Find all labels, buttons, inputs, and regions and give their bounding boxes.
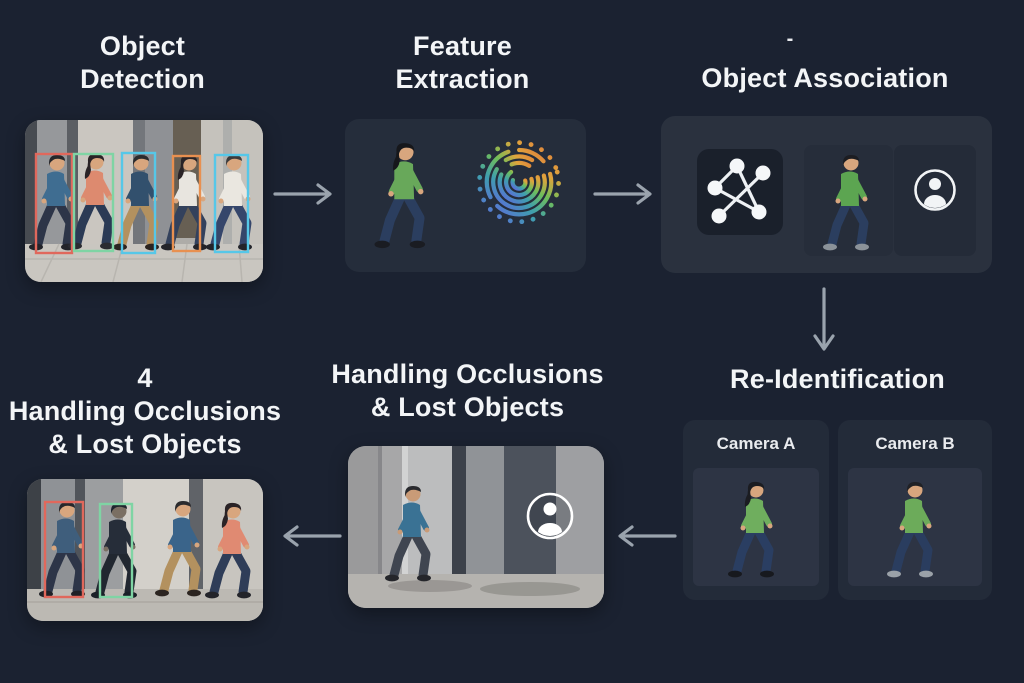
feature-extraction-card <box>345 119 586 272</box>
camera-a-label: Camera A <box>716 434 796 453</box>
camera-b-card: Camera B <box>838 420 992 600</box>
occlusion-scene-image <box>348 446 604 608</box>
stage-title-re-identification: Re-Identification <box>730 364 945 394</box>
fingerprint-icon <box>477 140 561 225</box>
title-line: Extraction <box>395 64 530 94</box>
camera-a-card: Camera A <box>683 420 829 600</box>
arrow-right-icon <box>272 181 338 207</box>
title-line: & Lost Objects <box>370 392 565 422</box>
stage-title-object-detection: Object Detection <box>10 30 275 96</box>
graph-icon <box>697 149 783 235</box>
title-line: Handling Occlusions <box>8 396 282 426</box>
arrow-left-icon <box>277 523 343 549</box>
tracked-person-tile <box>804 145 893 256</box>
object-detection-image <box>25 120 263 282</box>
title-line: & Lost Objects <box>48 429 242 459</box>
stage-marker: - <box>786 28 794 50</box>
stage-title-occlusions-middle: Handling Occlusions & Lost Objects <box>320 358 615 424</box>
identity-tile <box>894 145 976 256</box>
title-line: Feature <box>413 31 512 61</box>
bounding-boxes <box>34 151 250 255</box>
stage-title-object-association: Object Association <box>701 63 949 93</box>
arrow-left-icon <box>612 523 678 549</box>
arrow-right-icon <box>592 181 658 207</box>
title-line: Handling Occlusions <box>331 359 604 389</box>
stage-title-feature-extraction: Feature Extraction <box>340 30 585 96</box>
object-association-card <box>661 116 992 273</box>
user-avatar-icon <box>526 492 574 540</box>
stage-number: 4 <box>137 363 153 393</box>
title-line: Object <box>99 31 186 61</box>
street-scene-detection <box>25 120 263 282</box>
lost-objects-image <box>27 479 263 621</box>
camera-b-label: Camera B <box>875 434 955 453</box>
camera-a-image <box>693 468 819 586</box>
camera-b-image <box>848 468 982 586</box>
bounding-boxes <box>43 500 134 599</box>
stage-title-occlusions-left: 4 Handling Occlusions & Lost Objects <box>5 362 285 461</box>
title-line: Detection <box>80 64 205 94</box>
arrow-down-icon <box>810 286 838 358</box>
user-avatar-icon <box>914 169 956 211</box>
